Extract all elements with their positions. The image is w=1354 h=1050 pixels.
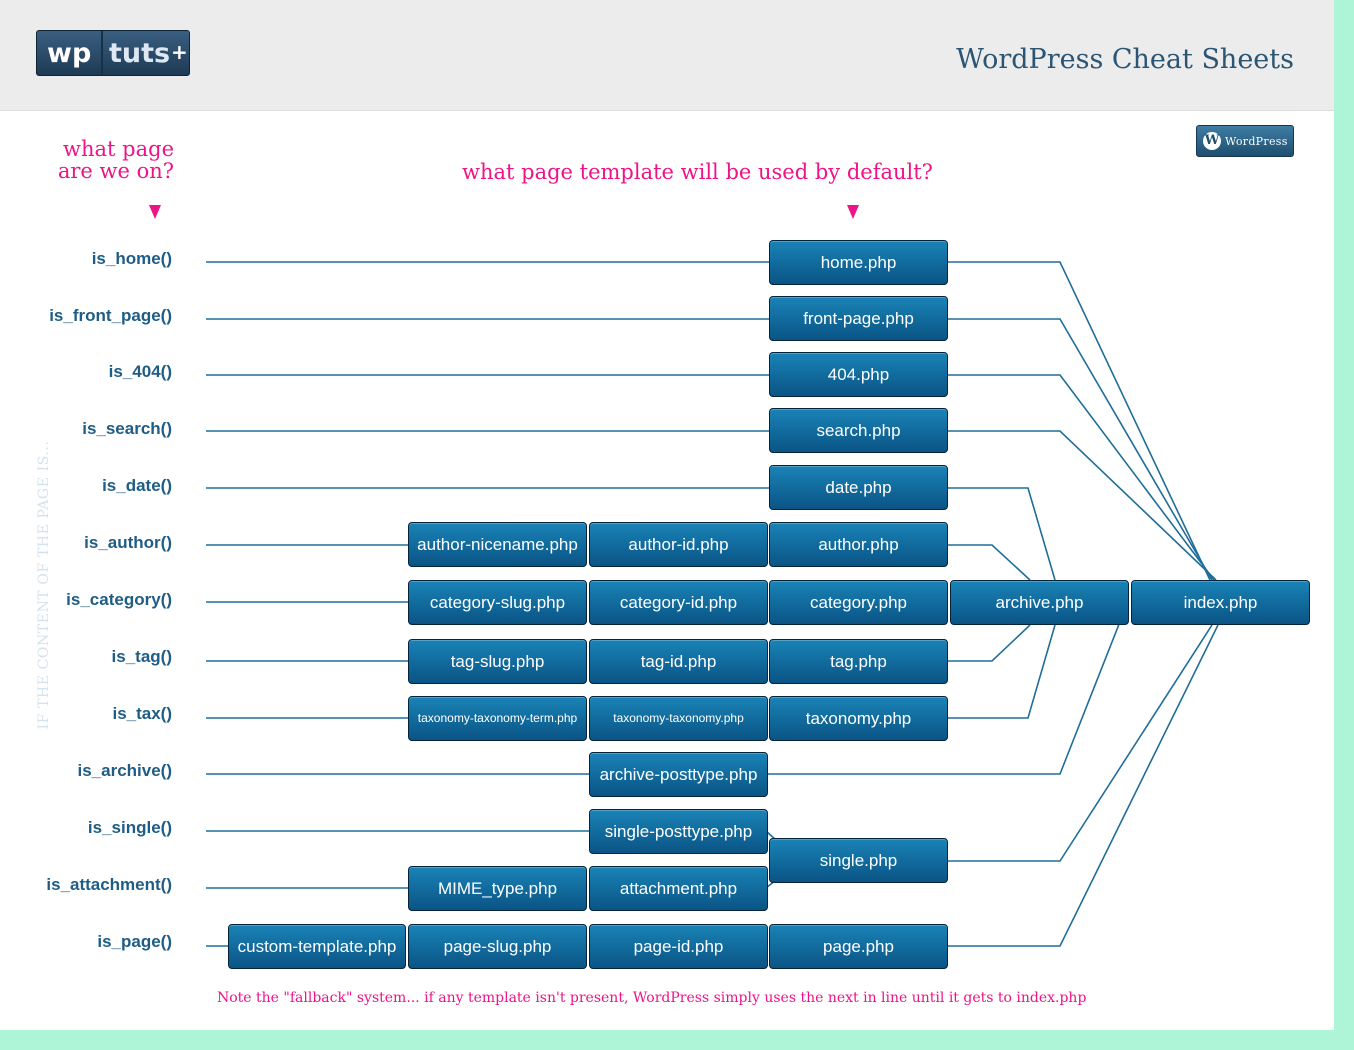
template-tag[interactable]: tag.php	[769, 639, 948, 684]
template-author-nicename[interactable]: author-nicename.php	[408, 522, 587, 567]
condition-is-404: is_404()	[108, 362, 172, 381]
logo-divider	[101, 31, 103, 75]
template-author[interactable]: author.php	[769, 522, 948, 567]
template-custom-template[interactable]: custom-template.php	[228, 924, 406, 969]
wordpress-badge[interactable]: W WordPress	[1196, 125, 1294, 157]
down-arrow-icon	[149, 205, 161, 219]
page-title: WordPress Cheat Sheets	[956, 44, 1294, 75]
template-category-slug[interactable]: category-slug.php	[408, 580, 587, 625]
question-current-page: what page are we on?	[58, 138, 174, 182]
template-single-posttype[interactable]: single-posttype.php	[589, 809, 768, 854]
condition-is-category: is_category()	[66, 590, 172, 609]
template-search[interactable]: search.php	[769, 408, 948, 453]
condition-is-date: is_date()	[102, 476, 172, 495]
wptuts-logo[interactable]: wp tuts +	[36, 30, 190, 76]
wordpress-badge-label: WordPress	[1225, 135, 1288, 148]
question-line-1: what page	[63, 137, 174, 161]
condition-is-archive: is_archive()	[77, 761, 173, 780]
template-page-id[interactable]: page-id.php	[589, 924, 768, 969]
logo-plus: +	[171, 40, 188, 64]
condition-is-attachment: is_attachment()	[46, 875, 172, 894]
template-page-slug[interactable]: page-slug.php	[408, 924, 587, 969]
fallback-note: Note the "fallback" system... if any tem…	[217, 990, 1087, 1006]
template-archive-posttype[interactable]: archive-posttype.php	[589, 752, 768, 797]
condition-is-search: is_search()	[82, 419, 172, 438]
question-line-2: are we on?	[57, 159, 174, 183]
down-arrow-icon	[847, 205, 859, 219]
template-taxonomy-term[interactable]: taxonomy-taxonomy-term.php	[408, 696, 587, 741]
condition-is-home: is_home()	[91, 249, 172, 268]
condition-is-author: is_author()	[84, 533, 172, 552]
cheat-sheet: wp tuts + WordPress Cheat Sheets W WordP…	[0, 0, 1334, 1030]
template-front-page[interactable]: front-page.php	[769, 296, 948, 341]
template-404[interactable]: 404.php	[769, 352, 948, 397]
template-attachment[interactable]: attachment.php	[589, 866, 768, 911]
template-archive[interactable]: archive.php	[950, 580, 1129, 625]
condition-is-tax: is_tax()	[112, 704, 172, 723]
condition-is-front-page: is_front_page()	[49, 306, 172, 325]
template-tag-slug[interactable]: tag-slug.php	[408, 639, 587, 684]
wordpress-logo-icon: W	[1203, 132, 1221, 150]
header-bar: wp tuts + WordPress Cheat Sheets	[0, 0, 1334, 111]
template-page[interactable]: page.php	[769, 924, 948, 969]
template-taxonomy[interactable]: taxonomy.php	[769, 696, 948, 741]
logo-wp: wp	[47, 38, 92, 69]
template-category[interactable]: category.php	[769, 580, 948, 625]
template-home[interactable]: home.php	[769, 240, 948, 285]
template-category-id[interactable]: category-id.php	[589, 580, 768, 625]
template-mime-type[interactable]: MIME_type.php	[408, 866, 587, 911]
condition-is-tag: is_tag()	[111, 647, 172, 666]
logo-tuts: tuts	[109, 38, 171, 69]
condition-is-single: is_single()	[87, 818, 172, 837]
template-index[interactable]: index.php	[1131, 580, 1310, 625]
template-tag-id[interactable]: tag-id.php	[589, 639, 768, 684]
connector-lines	[206, 261, 1219, 947]
template-taxonomy-taxonomy[interactable]: taxonomy-taxonomy.php	[589, 696, 768, 741]
condition-is-page: is_page()	[97, 932, 172, 951]
template-single[interactable]: single.php	[769, 838, 948, 883]
question-default-template: what page template will be used by defau…	[462, 160, 933, 184]
template-author-id[interactable]: author-id.php	[589, 522, 768, 567]
template-date[interactable]: date.php	[769, 465, 948, 510]
